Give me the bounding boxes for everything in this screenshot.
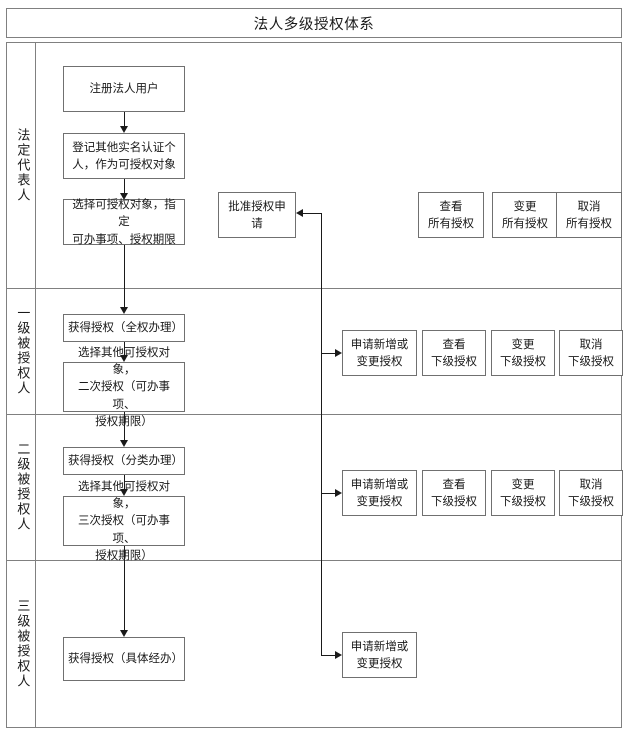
node-apply-add-or-change-auth-3[interactable]: 申请新增或 变更授权 — [342, 632, 417, 678]
node-obtain-auth-execute[interactable]: 获得授权（具体经办） — [63, 637, 185, 681]
diagram-title: 法人多级授权体系 — [253, 16, 375, 33]
arrowhead-obtain-category-to-third — [120, 489, 128, 496]
lane-label-level-2-grantee: 二级被授权人 — [14, 442, 30, 532]
diagram-title-bar: 法人多级授权体系 — [6, 8, 622, 38]
arrowhead-bus-to-apply-2 — [335, 489, 342, 497]
connector-register-to-verified — [124, 112, 125, 128]
node-cancel-all-auth[interactable]: 取消 所有授权 — [556, 192, 622, 238]
arrowhead-third-to-obtain-execute — [120, 630, 128, 637]
node-apply-add-or-change-auth-1[interactable]: 申请新增或 变更授权 — [342, 330, 417, 376]
lane-label-legal-representative: 法定代表人 — [14, 128, 30, 203]
connector-approval-bus — [321, 213, 322, 655]
connector-approval-inbound — [303, 213, 322, 214]
arrowhead-bus-to-apply-1 — [335, 349, 342, 357]
node-change-sub-auth-2[interactable]: 变更 下级授权 — [491, 470, 555, 516]
arrowhead-obtain-full-to-second — [120, 355, 128, 362]
lane-label-level-3-grantee: 三级被授权人 — [14, 599, 30, 689]
node-select-other-second-auth[interactable]: 选择其他可授权对象， 二次授权（可办事项、 授权期限） — [63, 345, 185, 428]
node-register-legal-user[interactable]: 注册法人用户 — [63, 66, 185, 112]
node-select-other-third-auth[interactable]: 选择其他可授权对象， 三次授权（可办事项、 授权期限） — [63, 479, 185, 562]
arrowhead-second-to-obtain-category — [120, 440, 128, 447]
arrowhead-register-to-verified — [120, 126, 128, 133]
node-approve-authorization-request[interactable]: 批准授权申请 — [218, 192, 296, 238]
node-apply-add-or-change-auth-2[interactable]: 申请新增或 变更授权 — [342, 470, 417, 516]
lane-divider-3 — [6, 560, 622, 561]
node-obtain-auth-full[interactable]: 获得授权（全权办理） — [63, 314, 185, 342]
connector-second-to-obtain-category — [124, 412, 125, 442]
connector-bus-to-apply-2 — [321, 493, 335, 494]
role-column-rule — [35, 42, 36, 728]
node-register-verified-persons[interactable]: 登记其他实名认证个 人，作为可授权对象 — [63, 133, 185, 179]
connector-bus-to-apply-3 — [321, 655, 335, 656]
connector-obtain-category-to-third — [124, 475, 125, 491]
lane-divider-1 — [6, 288, 622, 289]
connector-verified-to-select — [124, 179, 125, 195]
lane-label-level-1-grantee: 一级被授权人 — [14, 306, 30, 396]
node-change-all-auth[interactable]: 变更 所有授权 — [492, 192, 558, 238]
arrowhead-select-to-obtain-full — [120, 307, 128, 314]
arrowhead-approval-inbound — [296, 209, 303, 217]
lane-divider-2 — [6, 414, 622, 415]
connector-third-to-obtain-execute — [124, 546, 125, 632]
node-select-grantee-specify[interactable]: 选择可授权对象，指定 可办事项、授权期限 — [63, 197, 185, 246]
node-view-all-auth[interactable]: 查看 所有授权 — [418, 192, 484, 238]
arrowhead-bus-to-apply-3 — [335, 651, 342, 659]
node-cancel-sub-auth-2[interactable]: 取消 下级授权 — [559, 470, 623, 516]
node-change-sub-auth-1[interactable]: 变更 下级授权 — [491, 330, 555, 376]
node-view-sub-auth-1[interactable]: 查看 下级授权 — [422, 330, 486, 376]
arrowhead-verified-to-select — [120, 193, 128, 200]
node-cancel-sub-auth-1[interactable]: 取消 下级授权 — [559, 330, 623, 376]
node-view-sub-auth-2[interactable]: 查看 下级授权 — [422, 470, 486, 516]
node-obtain-auth-category[interactable]: 获得授权（分类办理） — [63, 447, 185, 475]
connector-select-to-obtain-full — [124, 245, 125, 309]
connector-obtain-full-to-second — [124, 342, 125, 357]
connector-bus-to-apply-1 — [321, 353, 335, 354]
